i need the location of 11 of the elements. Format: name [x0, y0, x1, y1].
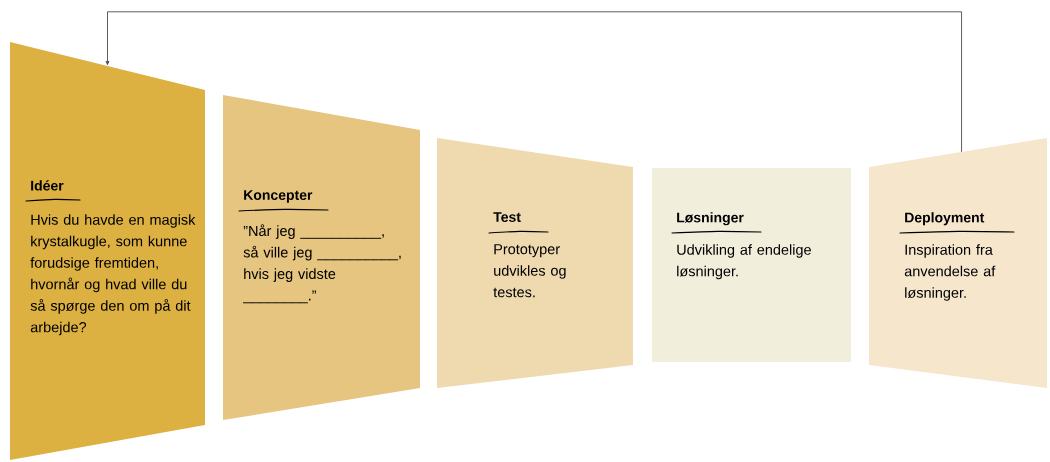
heading: Løsninger: [671, 212, 762, 234]
heading: Test: [488, 212, 549, 234]
description: ”Når jeg __________, så ville jeg __________, hvis jeg vidste ________.”: [243, 224, 401, 304]
description: Inspiration fra anvendelse af løsninger.: [904, 244, 996, 301]
feedback-arrow: [105, 11, 963, 153]
description: Hvis du havde en magisk krystalkugle, som kunne forudsige fremtiden, hvornår og hvad ville du så spørge den om på dit arbejde?: [30, 214, 196, 336]
description: Prototyper udvikles og testes.: [493, 244, 566, 298]
description: Udvikling af endelige løsninger.: [677, 244, 811, 280]
heading: Koncepter: [238, 190, 329, 212]
heading: Deployment: [899, 212, 1015, 234]
heading: Idéer: [25, 180, 81, 202]
